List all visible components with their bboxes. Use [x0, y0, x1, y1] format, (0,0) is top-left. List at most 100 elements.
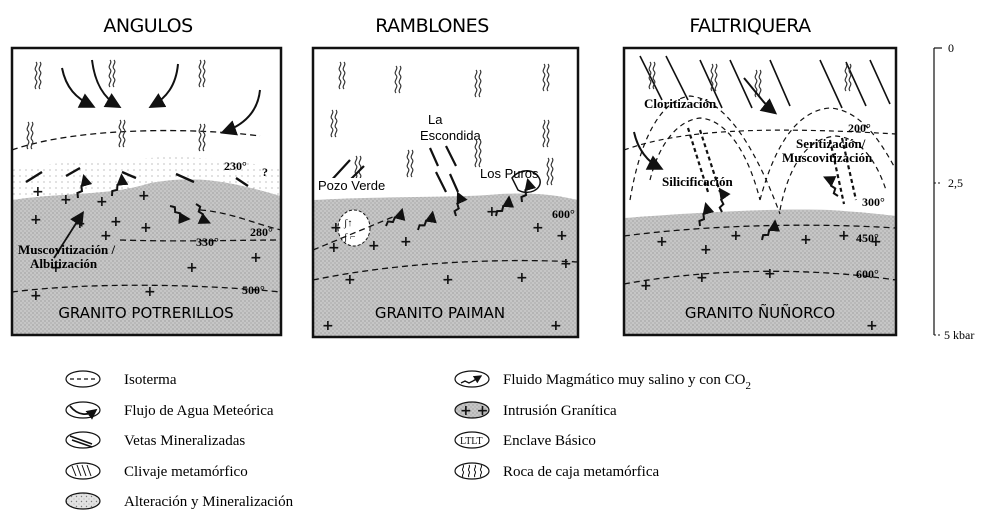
alteration-boundary — [779, 135, 887, 211]
svg-text:+: + — [96, 194, 108, 210]
granite-plus-marks: ++++++ +++ + — [640, 228, 882, 334]
meteoric-flow-icon — [65, 401, 101, 420]
svg-text:+: + — [60, 192, 72, 208]
meteoric-flow-arrow — [61, 67, 96, 108]
svg-text:+: + — [30, 212, 42, 228]
svg-text:+: + — [344, 272, 356, 288]
panel-title: FALTRIQUERA — [689, 15, 811, 37]
svg-text:+: + — [368, 238, 380, 254]
svg-text:+: + — [186, 260, 198, 276]
isotherm-label: 330° — [196, 235, 219, 249]
legend-label: Alteración y Mineralización — [124, 494, 294, 510]
svg-text:+ +: + + — [460, 403, 488, 419]
panel-faltriquera: FALTRIQUERA ++++++ +++ + Cloritización — [622, 15, 898, 337]
isotherm — [199, 209, 282, 231]
meteoric-flow-arrow — [633, 131, 664, 170]
isotherm-icon — [65, 370, 101, 388]
pozo-verde-label: Pozo Verde — [318, 178, 385, 193]
isotherm-label: 200° — [848, 121, 871, 135]
svg-text:LTLT: LTLT — [460, 436, 483, 447]
alteration-pointer-arrow — [53, 210, 84, 259]
svg-text:+: + — [516, 270, 528, 286]
legend-label: Isoterma — [124, 372, 177, 388]
svg-text:+: + — [144, 284, 156, 300]
magmatic-fluid-icon — [454, 370, 490, 388]
isotherm-label: 280° — [250, 225, 273, 239]
svg-text:+: + — [140, 220, 152, 236]
granite-plus-marks: ++++ ++++ +++ +++ — [30, 184, 262, 304]
svg-text:+: + — [800, 232, 812, 248]
svg-text:+: + — [486, 204, 498, 220]
svg-text:+: + — [138, 188, 150, 204]
enclave-mark: ʃ↑ — [343, 218, 352, 229]
alteration-icon — [65, 492, 101, 510]
isotherm — [623, 129, 897, 151]
isotherm-label: 600° — [552, 207, 575, 221]
silicificacion-label: Silicificación — [662, 174, 734, 189]
isotherm — [312, 213, 401, 251]
metamorphic-wall-rock-icon — [454, 462, 490, 480]
scale-top-label: 0 — [948, 41, 954, 55]
svg-text:+: + — [50, 260, 62, 276]
svg-text:+: + — [330, 220, 342, 236]
los-puros-body — [511, 170, 541, 194]
la-escondida-label: Escondida — [420, 128, 481, 143]
enclave-mark: ʃ ⌐ — [343, 232, 356, 243]
svg-text:+: + — [442, 272, 454, 288]
legend-label: Intrusión Granítica — [503, 403, 617, 419]
svg-text:+: + — [100, 228, 112, 244]
alteration-label: Muscovitización / — [18, 242, 116, 257]
granite-intrusion — [313, 193, 578, 337]
isotherm-label: 600° — [856, 267, 879, 281]
mineralized-veins — [639, 55, 891, 109]
isotherm — [119, 239, 282, 242]
svg-text:+: + — [30, 288, 42, 304]
mineralized-veins — [25, 166, 249, 187]
granite-plus-marks: ++++ +++ ++++ ++ — [322, 204, 572, 334]
svg-text:+: + — [110, 214, 122, 230]
granitic-intrusion-icon: + + — [454, 401, 490, 419]
svg-text:+: + — [730, 228, 742, 244]
legend-label: Enclave Básico — [503, 433, 596, 449]
granite-name: GRANITO ÑUÑORCO — [685, 303, 835, 322]
muscovitizacion-label: Muscovitización — [782, 150, 873, 165]
svg-text:+: + — [764, 266, 776, 282]
mineralized-veins — [428, 145, 460, 193]
legend-label: Flujo de Agua Meteórica — [124, 403, 274, 419]
svg-text:+: + — [656, 234, 668, 250]
legend-label: Clivaje metamórfico — [124, 464, 248, 480]
legend-label: Vetas Mineralizadas — [124, 433, 245, 449]
panel-frame — [311, 46, 580, 339]
svg-text:+: + — [322, 318, 334, 334]
meteoric-flow-arrow — [743, 77, 778, 115]
svg-text:+: + — [838, 228, 850, 244]
meteoric-flow-arrow — [148, 63, 179, 108]
metamorphic-cleavage-icon — [65, 462, 101, 480]
panel-title: RAMBLONES — [375, 15, 489, 37]
legend-label: Fluido Magmático muy salino y con CO2 — [503, 372, 751, 392]
meteoric-flow-arrow — [220, 89, 261, 136]
isotherm-label: 230° — [224, 159, 247, 173]
svg-text:+: + — [550, 318, 562, 334]
label-backdrop — [316, 178, 400, 194]
panel-title: ANGULOS — [103, 15, 192, 37]
svg-text:+: + — [700, 242, 712, 258]
svg-text:+: + — [328, 240, 340, 256]
svg-text:+: + — [556, 228, 568, 244]
granite-name: GRANITO POTRERILLOS — [58, 304, 233, 322]
svg-text:+: + — [866, 318, 878, 334]
legend-label: Roca de caja metamórfica — [503, 464, 660, 480]
isotherm — [312, 259, 579, 281]
la-escondida-label: La — [428, 112, 443, 127]
panel-frame — [10, 46, 283, 337]
isotherm — [623, 224, 897, 237]
isotherm-label: 500° — [242, 283, 265, 297]
question-mark: ? — [262, 165, 268, 179]
meteoric-flow-arrow — [91, 59, 122, 108]
alteration-boundary — [629, 95, 781, 215]
svg-text:+: + — [696, 270, 708, 286]
svg-text:+: + — [250, 250, 262, 266]
svg-text:+: + — [560, 256, 572, 272]
panel-angulos: ANGULOS ++++ ++++ +++ +++ — [10, 15, 283, 337]
pressure-scale: 0 2,5 5 kbar — [933, 41, 974, 342]
